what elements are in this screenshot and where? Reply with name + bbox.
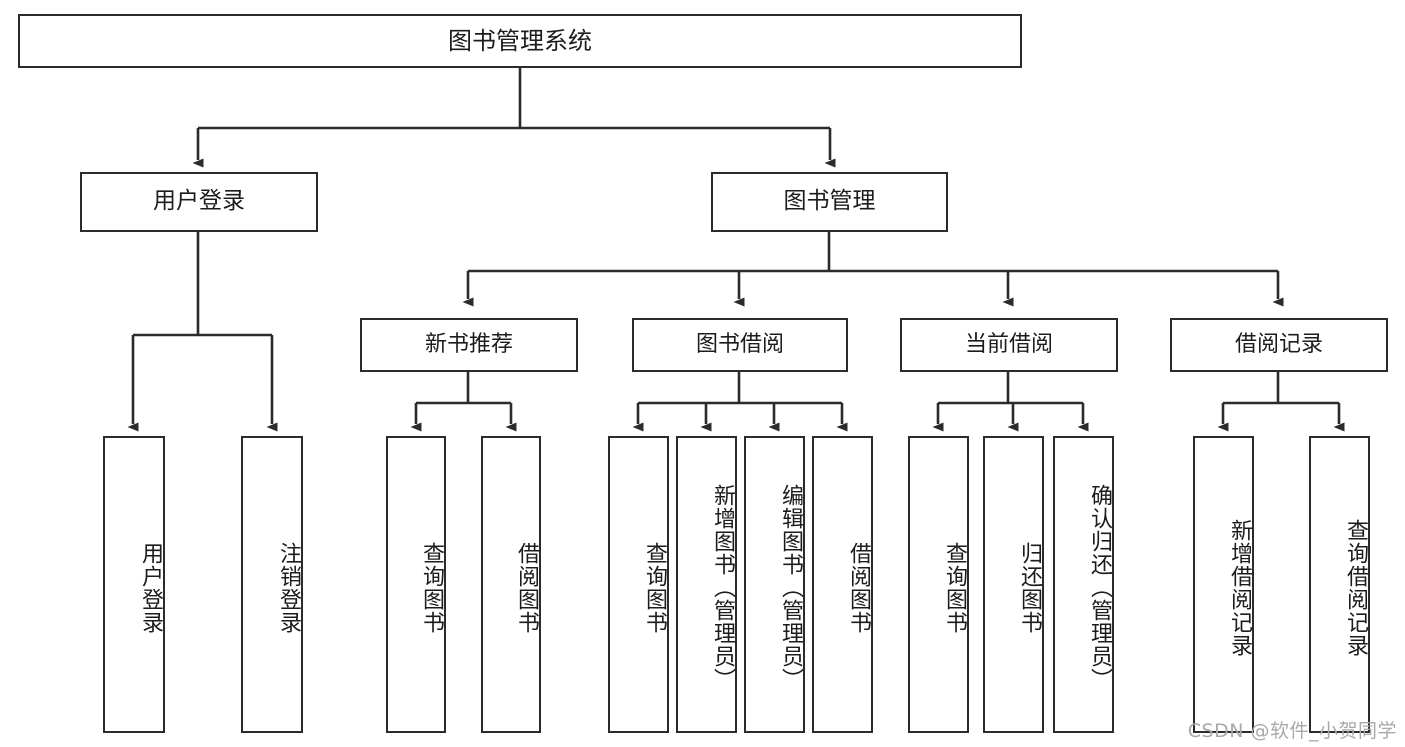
leaf-edit-book[interactable]: 编辑图书（管理员）: [744, 436, 805, 733]
leaf-add-book[interactable]: 新增图书（管理员）: [676, 436, 737, 733]
leaf-query-book-2-label: 查询图书: [642, 541, 667, 634]
leaf-borrow-book-1[interactable]: 借阅图书: [481, 436, 541, 733]
leaf-user-login[interactable]: 用户登录: [103, 436, 165, 733]
leaf-query-record-label: 查询借阅记录: [1343, 518, 1368, 657]
leaf-edit-book-label: 编辑图书（管理员）: [778, 484, 803, 691]
leaf-logout[interactable]: 注销登录: [241, 436, 303, 733]
leaf-confirm-return[interactable]: 确认归还（管理员）: [1053, 436, 1114, 733]
node-book-management[interactable]: 图书管理: [711, 172, 948, 232]
leaf-return-book-label: 归还图书: [1017, 541, 1042, 634]
leaf-query-book-1[interactable]: 查询图书: [386, 436, 446, 733]
leaf-add-book-label: 新增图书（管理员）: [710, 484, 735, 691]
node-borrow-record[interactable]: 借阅记录: [1170, 318, 1388, 372]
leaf-query-book-1-label: 查询图书: [419, 541, 444, 634]
node-borrow-record-label: 借阅记录: [1234, 332, 1323, 358]
node-current-borrow-label: 当前借阅: [964, 332, 1053, 358]
node-root[interactable]: 图书管理系统: [18, 14, 1022, 68]
leaf-add-record-label: 新增借阅记录: [1227, 518, 1252, 657]
leaf-query-book-3-label: 查询图书: [942, 541, 967, 634]
node-book-borrow[interactable]: 图书借阅: [632, 318, 848, 372]
leaf-confirm-return-label: 确认归还（管理员）: [1087, 484, 1112, 691]
node-user-login-label: 用户登录: [153, 188, 245, 215]
leaf-borrow-book-2-label: 借阅图书: [846, 541, 871, 634]
leaf-return-book[interactable]: 归还图书: [983, 436, 1044, 733]
leaf-borrow-book-2[interactable]: 借阅图书: [812, 436, 873, 733]
leaf-add-record[interactable]: 新增借阅记录: [1193, 436, 1254, 733]
node-book-management-label: 图书管理: [783, 188, 876, 215]
node-current-borrow[interactable]: 当前借阅: [900, 318, 1118, 372]
node-root-label: 图书管理系统: [448, 26, 592, 55]
leaf-logout-label: 注销登录: [276, 541, 301, 634]
leaf-query-record[interactable]: 查询借阅记录: [1309, 436, 1370, 733]
node-new-book-recommend[interactable]: 新书推荐: [360, 318, 578, 372]
leaf-query-book-3[interactable]: 查询图书: [908, 436, 969, 733]
node-book-borrow-label: 图书借阅: [695, 332, 784, 358]
leaf-query-book-2[interactable]: 查询图书: [608, 436, 669, 733]
node-new-book-recommend-label: 新书推荐: [424, 332, 513, 358]
leaf-borrow-book-1-label: 借阅图书: [514, 541, 539, 634]
csdn-watermark: CSDN @软件_小贺同学: [1187, 720, 1397, 742]
leaf-user-login-label: 用户登录: [138, 541, 163, 634]
node-user-login[interactable]: 用户登录: [80, 172, 318, 232]
